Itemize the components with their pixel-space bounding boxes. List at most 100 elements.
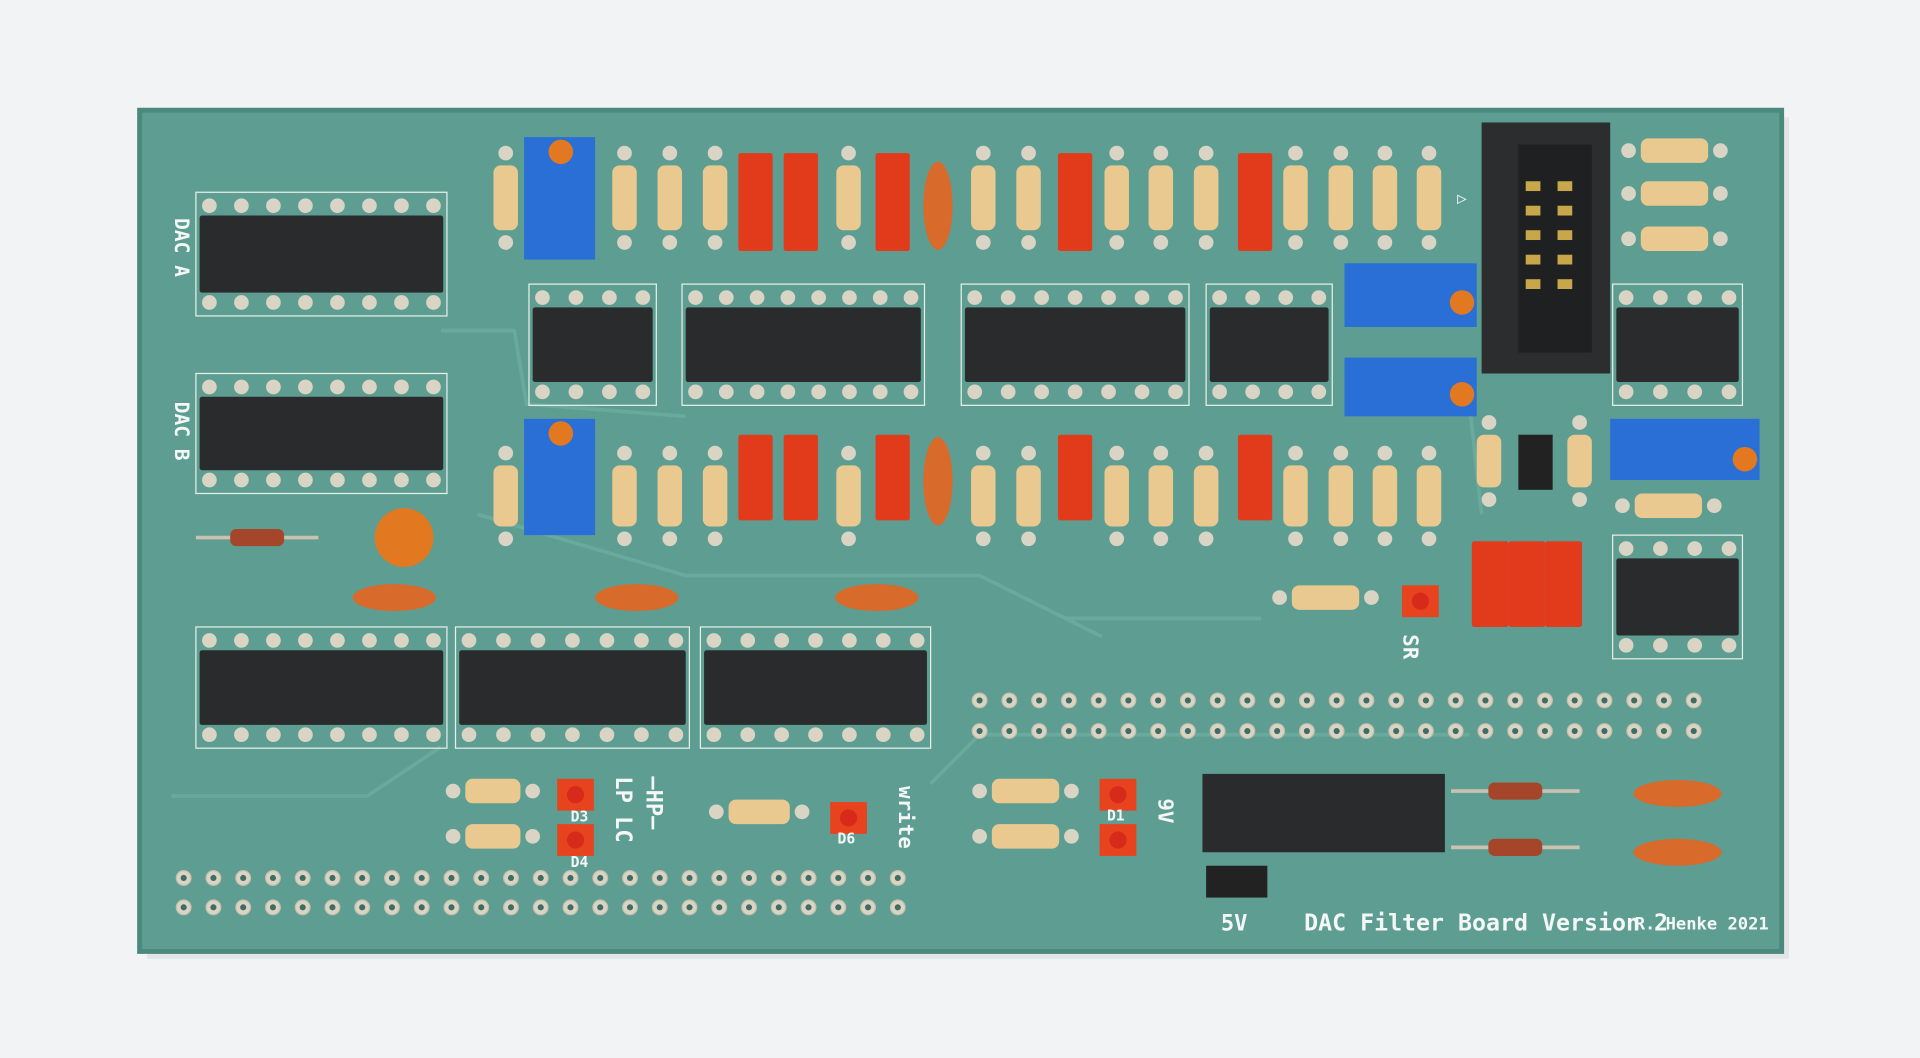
ic-pin [266, 472, 281, 488]
ic-pin [266, 633, 281, 648]
resistor [1016, 145, 1041, 250]
pad [708, 804, 724, 820]
ic-pin [565, 727, 580, 743]
ic-pin [1168, 384, 1183, 400]
ic-chip [1612, 534, 1744, 660]
pad-hole [864, 904, 872, 911]
ic-pin [774, 727, 789, 743]
label-sr: SR [1398, 634, 1422, 660]
film-capacitor [783, 153, 818, 252]
trimmer-potentiometer [1344, 263, 1477, 327]
ic-pin [426, 295, 441, 310]
led [557, 824, 594, 856]
ic-pin [234, 198, 249, 214]
pad-hole [388, 874, 396, 882]
led [1402, 585, 1439, 618]
resistor-body [991, 824, 1060, 849]
pad [1288, 235, 1303, 250]
pad-hole [1006, 697, 1013, 704]
ic-pin [362, 379, 377, 395]
pad-hole [1095, 727, 1102, 735]
ic-body [685, 307, 921, 383]
ic-pin [202, 727, 217, 743]
pad-hole [269, 874, 276, 882]
resistor [971, 445, 996, 547]
ic-chip [1205, 283, 1333, 406]
pad [1364, 590, 1379, 605]
resistor [1476, 415, 1502, 507]
ic-pin [1653, 384, 1668, 400]
trimmer-screw [548, 421, 574, 446]
ic-pin [1245, 290, 1260, 305]
ic-pin [330, 295, 345, 310]
ic-pin [872, 384, 888, 400]
ceramic-capacitor [595, 584, 679, 612]
ic-pin [706, 727, 722, 743]
ic-chip [454, 626, 690, 749]
pad [1377, 145, 1393, 161]
pad-hole [1214, 727, 1221, 735]
ceramic-capacitor [1633, 780, 1722, 807]
pad [1421, 145, 1437, 161]
pad [707, 445, 723, 461]
ic-pin [967, 384, 983, 400]
ic-pin [426, 379, 441, 395]
pad [617, 531, 632, 547]
resistor [836, 445, 861, 547]
label-d4: D4 [571, 854, 589, 871]
ic-pin [568, 290, 584, 305]
pad-hole [1393, 727, 1400, 735]
ic-pin [202, 379, 217, 395]
pad-hole [1482, 727, 1489, 735]
ceramic-capacitor [923, 161, 953, 250]
label-write: write [894, 786, 918, 849]
ic-pin [394, 472, 409, 488]
pad [841, 145, 856, 161]
inductor [1488, 838, 1543, 856]
resistor [1272, 585, 1379, 610]
pad-hole [1155, 697, 1162, 704]
ic-pin [602, 290, 617, 305]
pad-hole [299, 874, 306, 882]
ic-pin [1000, 384, 1016, 400]
ic-pin [718, 384, 734, 400]
ic-pin [1653, 541, 1668, 556]
pad-hole [1512, 697, 1519, 704]
ic-pin [1687, 541, 1703, 556]
inductor [230, 529, 285, 547]
pad-hole [1363, 697, 1370, 704]
header-pin [1525, 230, 1541, 241]
film-capacitor [1471, 541, 1509, 627]
ic-pin [1101, 384, 1116, 400]
ic-body [1616, 307, 1739, 383]
resistor [972, 824, 1079, 849]
ic-pin [875, 633, 891, 648]
ic-pin [740, 727, 756, 743]
ic-pin [774, 633, 789, 648]
pad [662, 531, 678, 547]
pad-hole [1690, 697, 1697, 704]
resistor [1328, 145, 1354, 250]
resistor [1621, 226, 1728, 252]
pad [1198, 145, 1214, 161]
resistor-body [465, 824, 521, 849]
trimmer-screw [548, 139, 574, 165]
ic-pin [1653, 637, 1668, 653]
led [1099, 824, 1137, 856]
ic-pin [808, 727, 823, 743]
pad-hole [448, 904, 455, 911]
ic-outline [960, 283, 1190, 406]
ic-pin [202, 633, 217, 648]
pad [1021, 235, 1036, 250]
resistor [445, 778, 540, 804]
label-9v: 9V [1153, 798, 1177, 823]
resistor [493, 145, 518, 250]
ic-pin [426, 633, 441, 648]
trimmer-screw [1449, 382, 1475, 407]
pad-hole [1422, 697, 1429, 704]
ic-pin [749, 290, 765, 305]
ic-pin [808, 633, 823, 648]
pad [1333, 235, 1349, 250]
pad-hole [1244, 697, 1251, 704]
ic-pin [362, 295, 377, 310]
